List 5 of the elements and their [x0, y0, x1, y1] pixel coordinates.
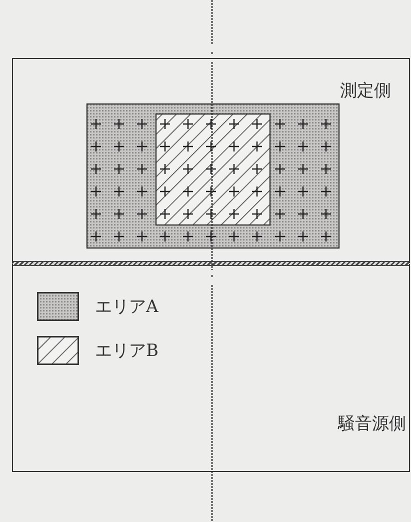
region-label: 測定側 [340, 80, 391, 102]
legend-label: エリアA [95, 296, 158, 318]
legend-label: エリアB [95, 340, 158, 362]
region-label: 騒音源側 [338, 413, 406, 435]
region-box [12, 58, 410, 263]
